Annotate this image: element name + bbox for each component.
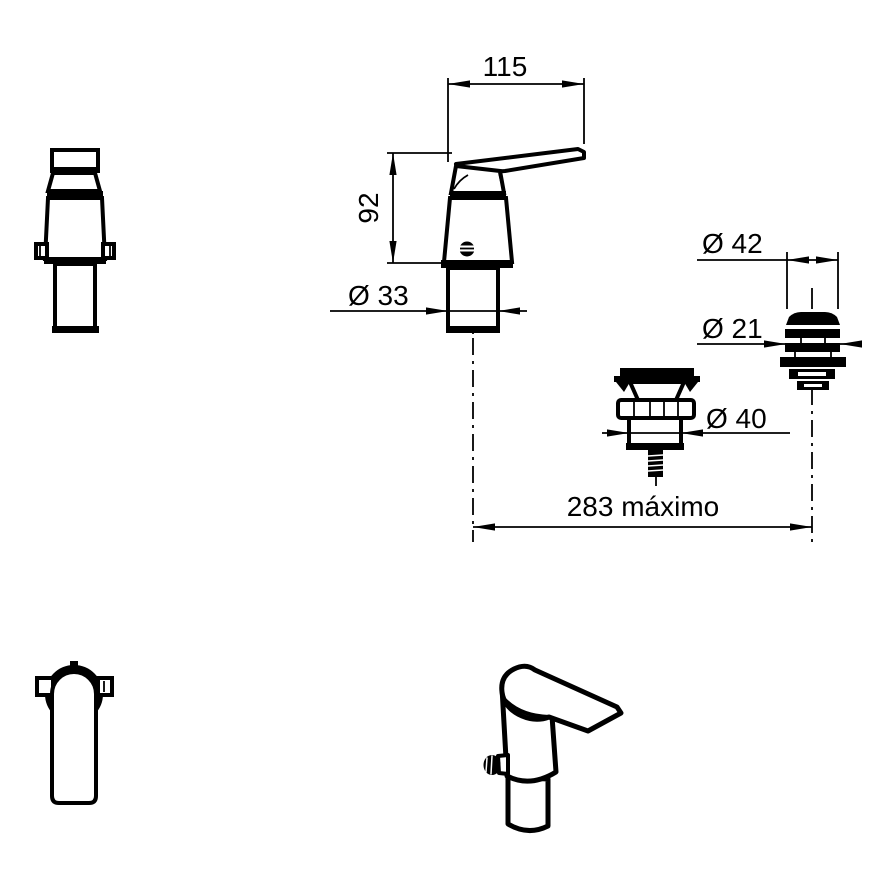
waste-plug-top [620,368,694,376]
rear-handle-cap-edge [50,167,100,173]
dimension-d33: Ø 33 [330,280,527,315]
rear-body [42,196,108,261]
rear-body-bottom [44,257,106,264]
rear-neck [45,171,103,193]
dim-label-283: 283 máximo [567,491,720,522]
persp-shank [505,774,551,833]
connector-cap [786,312,840,325]
rear-view [34,148,116,333]
dim-label-115: 115 [483,51,528,82]
front-body-bottom [441,260,513,268]
dimension-d42: Ø 42 [697,228,839,309]
connector-flange-2 [785,343,840,352]
dim-label-d33: Ø 33 [348,280,409,311]
connector-view [780,288,846,542]
popup-waste-view [614,368,700,486]
front-view [441,147,586,542]
dim-label-d42: Ø 42 [702,228,763,259]
connector-flange-1 [785,329,840,338]
front-collar [450,191,506,198]
front-shank-end [446,326,500,333]
connector-flange-3 [780,357,846,367]
front-shank [446,266,500,330]
rear-left-tab [34,242,49,260]
dimension-d40: Ø 40 [602,403,790,437]
top-view [35,661,114,805]
waste-body [627,416,683,448]
dimension-115: 115 [447,51,585,162]
waste-body-bottom [626,443,684,450]
dimension-d21: Ø 21 [697,313,862,348]
waste-cone [626,380,688,402]
rear-shank [53,262,97,330]
waste-threaded-rod [648,450,663,477]
front-body [441,196,515,264]
dim-label-92: 92 [353,192,384,223]
rear-collar [47,191,103,198]
dim-label-d40: Ø 40 [706,403,767,434]
rear-right-tab [101,242,116,260]
dimension-92: 92 [353,152,452,264]
waste-plug-lip [614,376,700,382]
waste-knurled-nut [616,398,696,420]
dim-label-d21: Ø 21 [702,313,763,344]
perspective-view [483,663,624,833]
rear-handle-cap [50,148,100,171]
top-right-tab [96,676,114,697]
rear-shank-end [52,326,99,333]
front-lever-hub [448,163,507,195]
top-lever-handle [50,670,98,805]
dimension-283: 283 máximo [473,491,812,531]
